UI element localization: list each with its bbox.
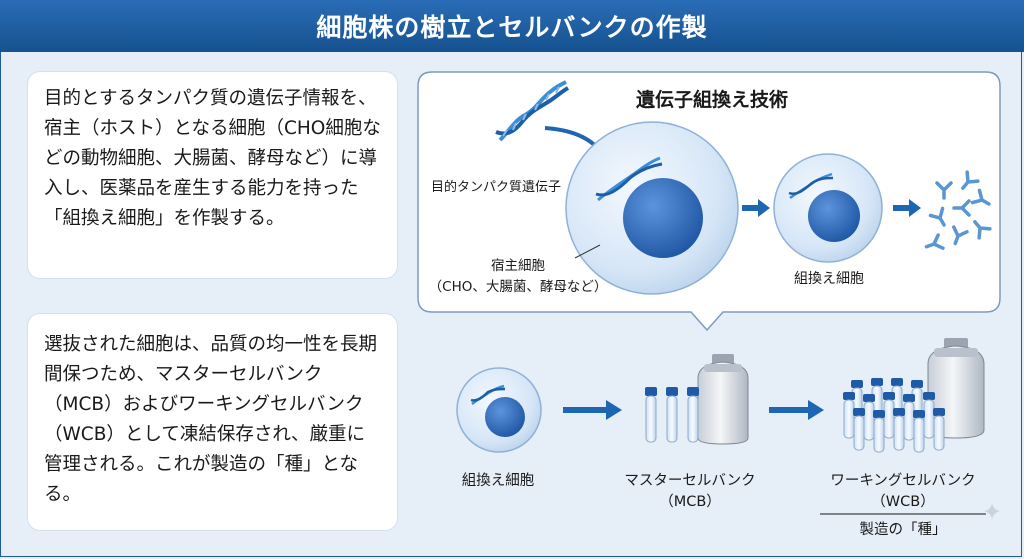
upper-panel-title: 遺伝子組換え技術 [636, 88, 788, 111]
dna-icon [495, 80, 570, 142]
host-cell-label: 宿主細胞 [491, 257, 545, 274]
vial-icon [687, 387, 699, 443]
mcb-vials [645, 387, 699, 443]
wcb-label: ワーキングセルバンク [830, 472, 975, 489]
arrow-right-1 [742, 199, 770, 217]
host-cell [565, 121, 739, 295]
description-text-2: 選抜された細胞は、品質の均一性を長期間保つため、マスターセルバンク（MCB）およ… [44, 334, 378, 505]
description-text-1: 目的とするタンパク質の遺伝子情報を、宿主（ホスト）となる細胞（CHO細胞などの動… [44, 88, 381, 229]
page-title: 細胞株の樹立とセルバンクの作製 [0, 0, 1024, 52]
vial-icon [666, 387, 678, 443]
arrow-right-3 [563, 400, 622, 420]
lower-cell-label: 組換え細胞 [462, 472, 535, 489]
host-label-leader [574, 244, 601, 259]
mcb-cryo-tank-icon [697, 354, 749, 445]
host-cell-sublabel: （CHO、大腸菌、酵母など） [429, 279, 608, 295]
seed-label: 製造の「種」 [860, 521, 947, 538]
description-box-2: 選抜された細胞は、品質の均一性を長期間保つため、マスターセルバンク（MCB）およ… [28, 314, 397, 530]
gene-label: 目的タンパク質遺伝子 [431, 179, 561, 195]
wcb-sublabel: （WCB） [871, 493, 934, 510]
antibody-icon [924, 170, 992, 250]
sparkle-icon: ✦ [982, 498, 1003, 526]
inserted-dna-icon [595, 156, 663, 202]
vial-icon [645, 387, 657, 443]
recombinant-cell-label: 組換え細胞 [794, 271, 864, 287]
mcb-label: マスターセルバンク [624, 472, 755, 489]
mcb-sublabel: （MCB） [659, 493, 721, 510]
arrow-right-4 [769, 400, 824, 420]
wcb-vials [843, 378, 945, 453]
recombinant-cell [773, 153, 883, 263]
arrow-right-2 [893, 199, 921, 217]
description-box-1: 目的とするタンパク質の遺伝子情報を、宿主（ホスト）となる細胞（CHO細胞などの動… [28, 72, 397, 278]
lower-recombinant-cell [456, 367, 542, 453]
